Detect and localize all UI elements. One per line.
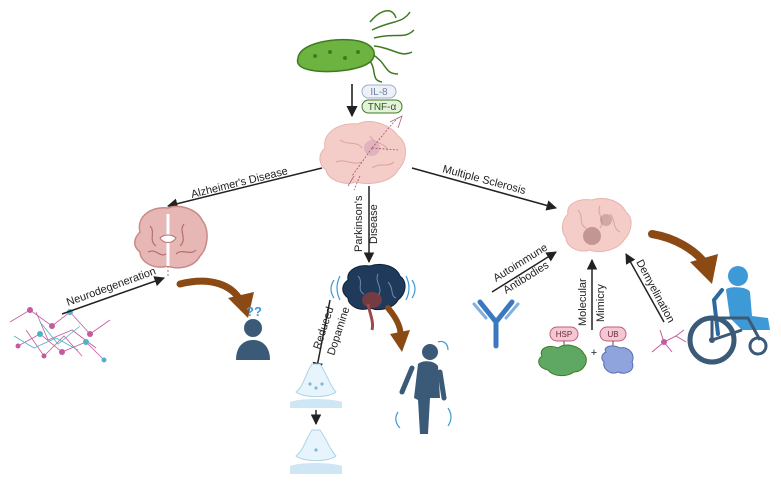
shaking-person-icon xyxy=(395,340,452,434)
helicobacter-bacterium-icon xyxy=(296,10,415,83)
il8-label: IL-8 xyxy=(370,87,388,98)
il8-pill: IL-8 xyxy=(361,84,397,99)
tnf-alpha-pill: TNF-α xyxy=(361,99,403,114)
antibody-icon xyxy=(472,299,520,349)
alzheimers-brain-icon xyxy=(134,205,208,278)
parkinsons-brain-icon xyxy=(330,263,416,331)
question-marks-label: ?? xyxy=(246,304,262,319)
hsp-label: HSP xyxy=(556,330,572,339)
arrow-autoimmune-antibodies xyxy=(491,251,557,293)
alzheimers-disease-label: Alzheimer's Disease xyxy=(190,165,289,201)
demyelinated-neuron-icon xyxy=(651,329,687,353)
tnf-alpha-label: TNF-α xyxy=(368,102,397,113)
ub-label: UB xyxy=(607,330,618,339)
arrow-neurodegeneration xyxy=(61,276,165,315)
arrow-demyelination xyxy=(625,253,665,323)
ub-protein-icon: UB xyxy=(599,326,634,374)
brown-arrow-ms xyxy=(648,230,718,284)
wheelchair-person-icon xyxy=(687,266,770,365)
plus-label: + xyxy=(591,347,597,359)
mimicry-label: Mimicry xyxy=(595,284,607,322)
arrow-reduced-dopamine xyxy=(312,299,331,374)
brown-arrow-alzheimers xyxy=(176,277,254,318)
demyelination-label: Demyelination xyxy=(633,258,676,325)
arrow-to-multiple-sclerosis xyxy=(411,167,558,211)
brown-arrow-parkinsons xyxy=(385,305,410,352)
ms-brain-icon xyxy=(561,198,632,253)
hsp-protein-icon: HSP xyxy=(538,326,587,377)
inflamed-brain-icon xyxy=(319,115,406,191)
molecular-label: Molecular xyxy=(577,278,589,326)
neurodegeneration-label: Neurodegeneration xyxy=(65,265,158,308)
confused-person-icon xyxy=(236,319,270,360)
parkinsons-label-line2: Disease xyxy=(368,204,380,244)
neuron-network-icon xyxy=(9,307,111,363)
synapse-before-icon xyxy=(290,363,342,408)
synapse-after-icon xyxy=(290,429,342,474)
parkinsons-label-line1: Parkinson's xyxy=(353,195,365,252)
arrow-to-alzheimers xyxy=(166,167,323,209)
